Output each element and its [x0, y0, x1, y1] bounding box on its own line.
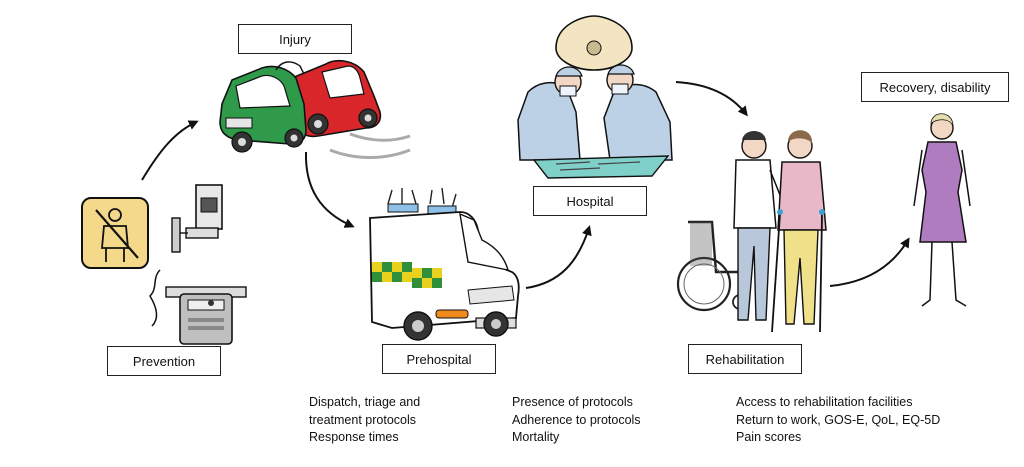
notes-prehospital: Dispatch, triage and treatment protocols… [309, 394, 420, 447]
ambulance-battenburg-pattern [372, 262, 442, 288]
arrow-prehospital-to-hospital [525, 225, 592, 289]
note-line: Presence of protocols [512, 395, 633, 409]
wheelchair-icon [676, 220, 748, 312]
stage-label-prevention: Prevention [107, 346, 221, 376]
breathalyzer-icon [149, 269, 247, 345]
operating-lamp-icon [555, 15, 633, 71]
arrow-prevention-to-injury [141, 120, 199, 181]
note-line: Response times [309, 430, 399, 444]
stage-label-rehabilitation: Rehabilitation [688, 344, 802, 374]
note-line: Dispatch, triage and [309, 395, 421, 409]
stage-label-injury: Injury [238, 24, 352, 54]
speed-lines [329, 132, 411, 159]
woman-recovered-icon [913, 113, 971, 307]
note-line: Pain scores [736, 430, 802, 444]
notes-hospital: Presence of protocols Adherence to proto… [512, 394, 641, 447]
ambulance-icon [369, 187, 520, 341]
note-line: Return to work, GOS-E, QoL, EQ-5D [736, 412, 941, 427]
notes-rehabilitation: Access to rehabilitation facilities Retu… [736, 394, 940, 447]
note-line: treatment protocols [309, 412, 416, 427]
stage-label-recovery: Recovery, disability [861, 72, 1009, 102]
arrow-injury-to-prehospital [304, 151, 355, 228]
note-line: Mortality [512, 430, 560, 444]
speed-camera-icon [171, 184, 223, 253]
note-line: Adherence to protocols [512, 412, 641, 427]
arrow-hospital-to-rehabilitation [675, 81, 748, 117]
walking-patient-icon [771, 130, 827, 333]
green-car-icon [219, 61, 307, 153]
arrow-rehabilitation-to-recovery [829, 237, 910, 287]
caregiver-icon [733, 131, 789, 321]
stage-label-prehospital: Prehospital [382, 344, 496, 374]
note-line: Access to rehabilitation facilities [736, 395, 913, 409]
flow-arrows [141, 81, 910, 289]
stage-label-hospital: Hospital [533, 186, 647, 216]
surgeons-icon [517, 64, 673, 179]
seatbelt-sign-icon [81, 197, 149, 269]
red-car-icon [291, 59, 382, 138]
